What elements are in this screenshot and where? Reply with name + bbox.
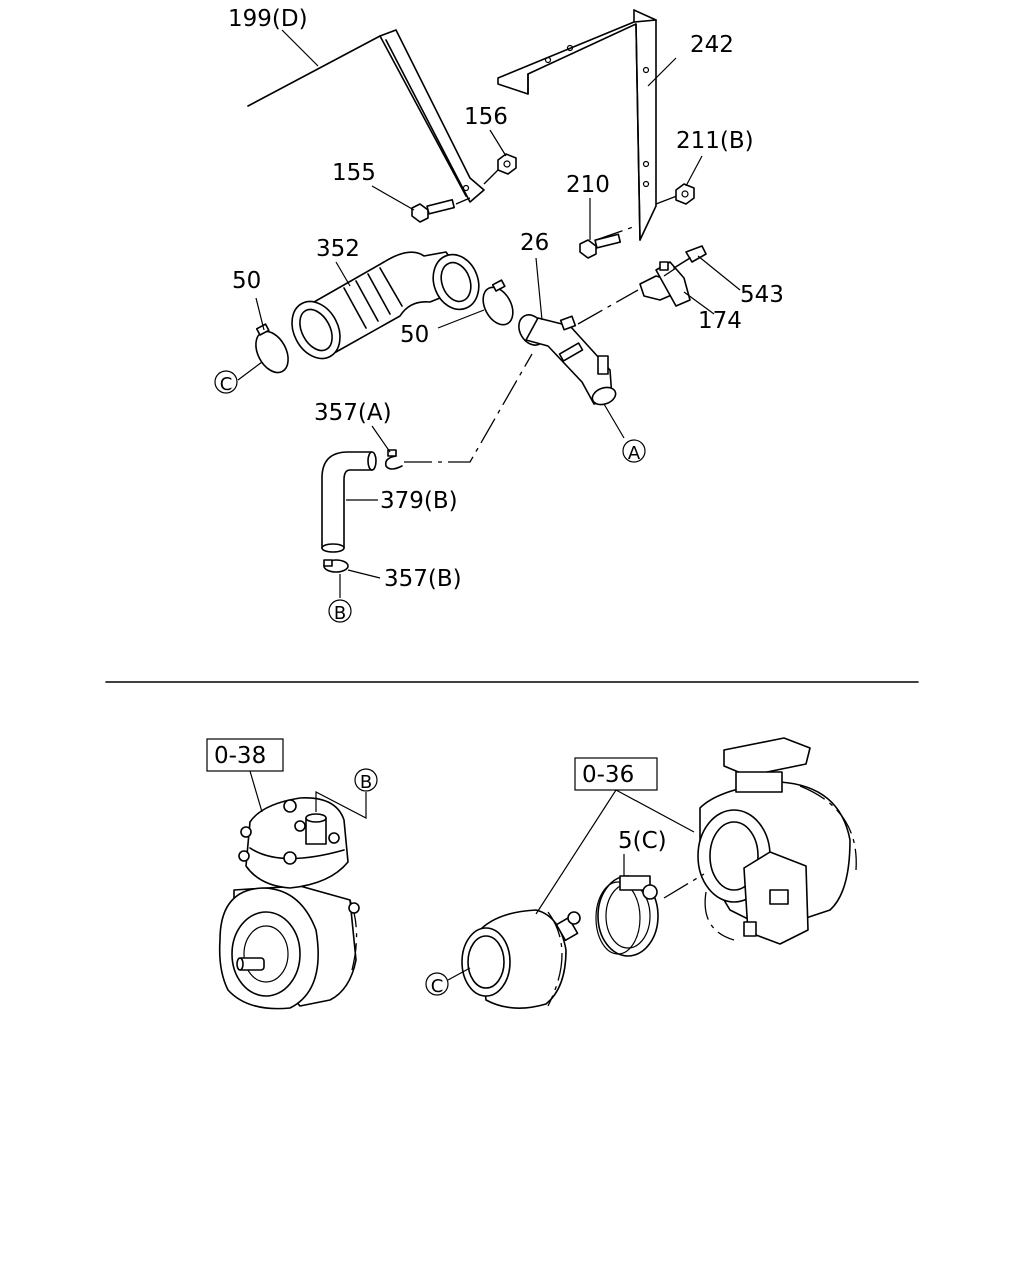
label-50-right: 50 — [400, 322, 429, 348]
clamp-50-left — [255, 323, 289, 374]
clip-357b — [323, 559, 349, 573]
ref-038[interactable]: 0-38 — [214, 743, 266, 769]
marker-a-top: A — [622, 439, 646, 464]
nut-211b — [675, 183, 695, 205]
leader-lines-top — [237, 29, 741, 598]
marker-c-bottom: C — [425, 972, 449, 997]
v-clamp-5c — [595, 875, 659, 957]
label-210: 210 — [566, 172, 610, 198]
label-174: 174 — [698, 308, 742, 334]
label-357b: 357(B) — [384, 566, 462, 592]
turbocharger — [697, 737, 857, 945]
compressor-housing — [461, 909, 581, 1009]
svg-text:B: B — [360, 772, 372, 793]
connector-pipe-26 — [518, 289, 639, 406]
clip-357a — [384, 449, 403, 470]
hose-379b — [321, 451, 377, 553]
svg-text:B: B — [334, 603, 346, 624]
screw-543 — [663, 245, 707, 277]
air-compressor — [218, 797, 360, 1010]
marker-b-bottom: B — [354, 768, 378, 793]
svg-text:C: C — [220, 374, 233, 395]
label-50-left: 50 — [232, 268, 261, 294]
marker-c-top: C — [214, 370, 238, 395]
marker-b-top: B — [328, 599, 352, 624]
bolt-155 — [411, 197, 471, 223]
label-156: 156 — [464, 104, 508, 130]
label-211b: 211(B) — [676, 128, 754, 154]
sensor-174 — [639, 261, 691, 307]
label-26: 26 — [520, 230, 549, 256]
label-155: 155 — [332, 160, 376, 186]
svg-text:A: A — [628, 443, 641, 464]
clamp-50-right — [482, 279, 514, 326]
label-199d: 199(D) — [228, 6, 308, 32]
label-357a: 357(A) — [314, 400, 392, 426]
svg-text:C: C — [431, 976, 444, 997]
label-242: 242 — [690, 32, 734, 58]
ref-box-038 — [206, 738, 284, 772]
label-543: 543 — [740, 282, 784, 308]
nut-156 — [483, 153, 517, 185]
bracket-199d — [247, 29, 485, 203]
bolt-210 — [579, 233, 622, 259]
label-352: 352 — [316, 236, 360, 262]
label-5c: 5(C) — [618, 828, 667, 854]
ref-036[interactable]: 0-36 — [582, 762, 634, 788]
intake-duct-352 — [291, 251, 480, 360]
label-379b: 379(B) — [380, 488, 458, 514]
